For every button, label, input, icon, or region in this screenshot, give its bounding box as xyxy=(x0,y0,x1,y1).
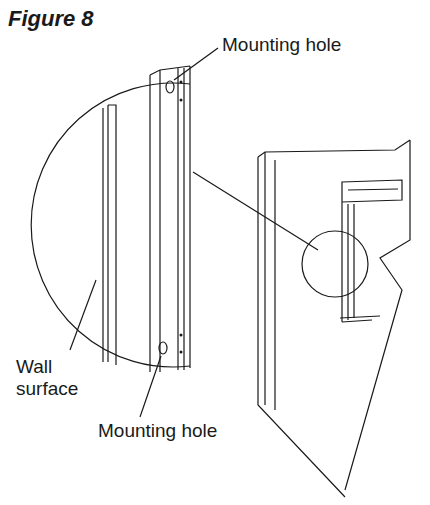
panel-edge xyxy=(265,152,275,410)
zoom-circle xyxy=(302,231,368,297)
mounting-hole xyxy=(166,81,174,93)
unit-rail xyxy=(342,180,402,322)
rivet-dots xyxy=(180,81,183,354)
figure-title: Figure 8 xyxy=(8,6,94,32)
wall-edge xyxy=(103,105,116,365)
part-label: Mounting hole xyxy=(98,420,217,442)
part-label: Mounting hole xyxy=(222,34,341,56)
mounting-rail xyxy=(150,66,190,372)
leader-line xyxy=(70,280,96,350)
leader-line xyxy=(140,356,161,417)
mounting-hole xyxy=(159,342,167,354)
part-label: Wall surface xyxy=(16,356,96,400)
unit-bottom xyxy=(340,316,380,318)
detail-leader xyxy=(193,172,318,250)
leader-line xyxy=(174,48,218,80)
detail-circle xyxy=(31,83,190,367)
wall-panel xyxy=(258,140,410,497)
